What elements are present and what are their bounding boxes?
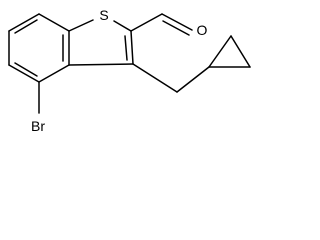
aldehyde-group: [130, 13, 193, 36]
bond-cp2-cp3: [230, 35, 251, 68]
bond-cho-o: [161, 13, 193, 31]
bromine-atom-label: Br: [31, 118, 45, 134]
bond-c4-c3a: [38, 64, 70, 83]
benzene-ring: [8, 13, 70, 83]
double-bond-inner-c2-c3: [124, 35, 128, 61]
bond-cp1-cp2: [208, 35, 232, 68]
sulfur-atom-label: S: [99, 7, 108, 23]
bond-s1-c2: [113, 20, 132, 32]
bond-c7a-s1: [68, 19, 94, 32]
double-bond-cho-o: [162, 20, 190, 36]
bond-c2-c3: [130, 30, 134, 65]
double-bond-inner-c7-c6: [14, 19, 38, 34]
bond-ch2-cp1: [176, 66, 210, 93]
cyclopropylmethyl-group: [132, 35, 251, 93]
bond-c7-c6: [8, 13, 40, 32]
double-bond-inner-c5-c4: [14, 62, 38, 77]
bond-c3-ch2: [132, 63, 178, 93]
bond-c5-c4: [8, 64, 40, 83]
oxygen-atom-label: O: [197, 22, 208, 38]
bond-c7a-c7: [38, 13, 70, 32]
thiophene-ring: [68, 19, 134, 66]
molecule-structure: S O Br: [8, 7, 251, 134]
bond-c3-c3a: [68, 63, 134, 66]
bond-c2-cho: [130, 13, 163, 32]
